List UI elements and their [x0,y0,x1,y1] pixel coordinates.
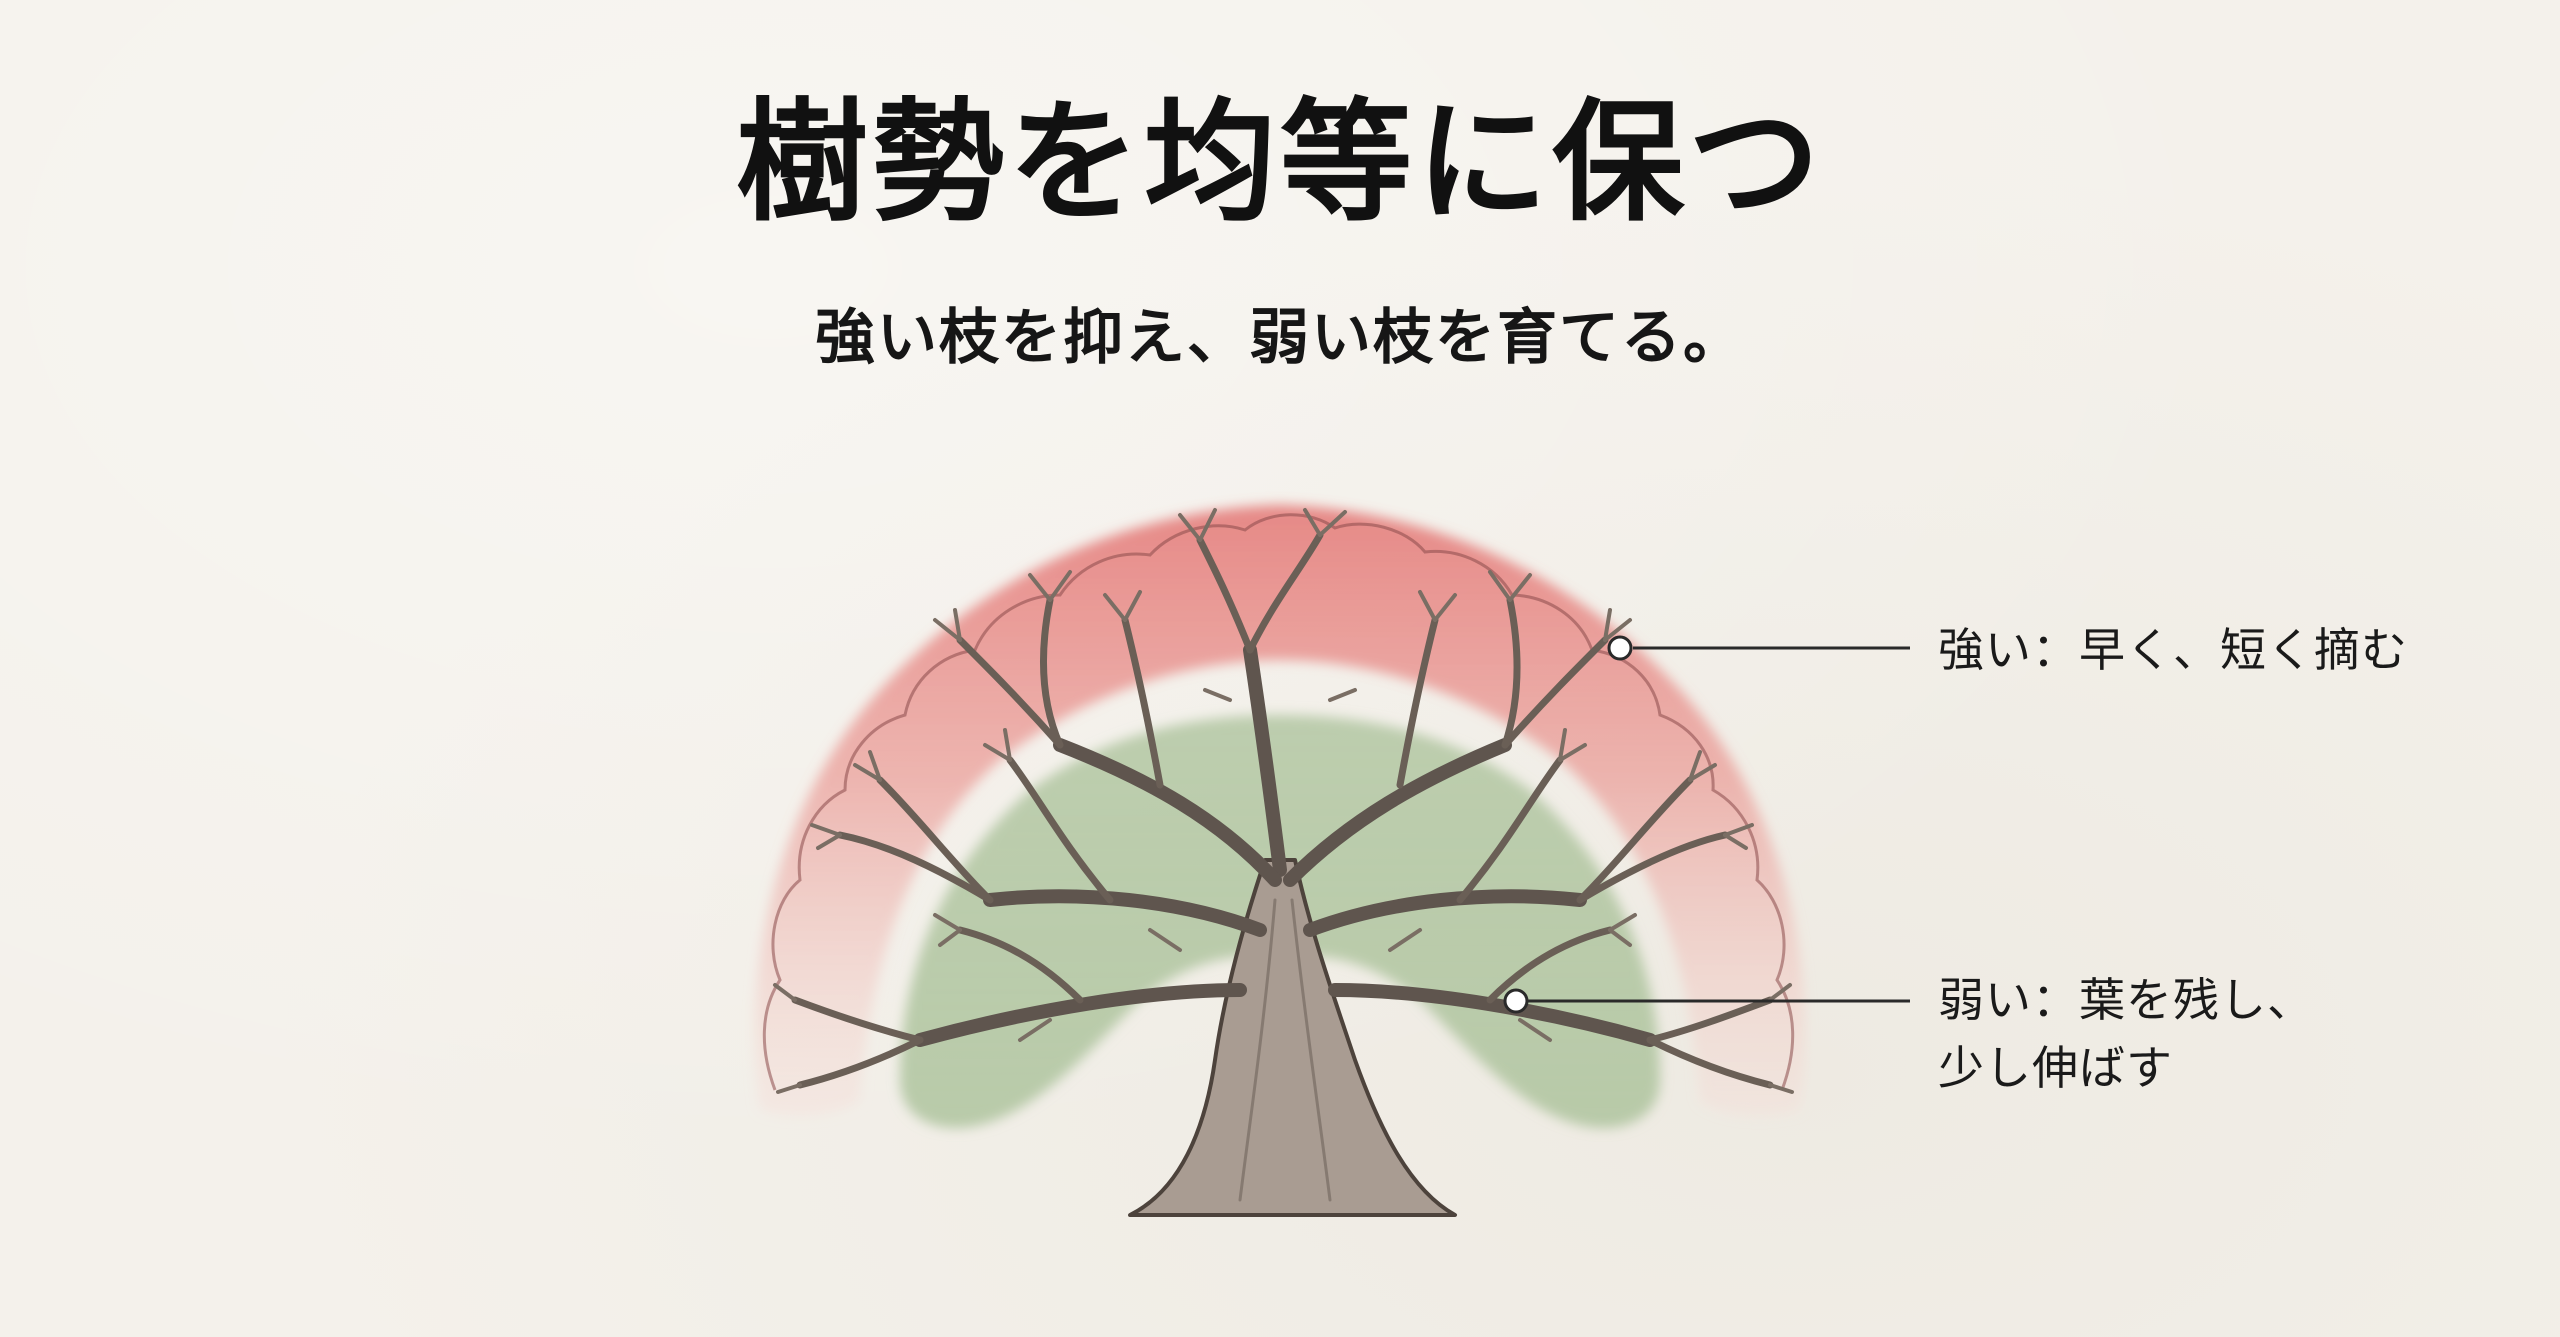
page-subtitle: 強い枝を抑え、弱い枝を育てる。 [815,303,1745,373]
strong-zone [755,505,1805,1116]
page-title: 樹勢を均等に保つ [736,85,1824,240]
strong-branch-label: 強い：早く、短く摘む [1938,616,2408,684]
weak-branch-label: 弱い：葉を残し、 少し伸ばす [1938,966,2314,1102]
weak-branch-text-line1: 弱い：葉を残し、 [1938,973,2314,1027]
tree-illustration [773,508,1794,1217]
tree-trunk [1128,858,1457,1217]
strong-callout-leader [1607,635,1910,661]
strong-branch-text: 強い：早く、短く摘む [1938,623,2408,677]
weak-callout-leader [1503,988,1910,1014]
weak-branch-text-line2: 少し伸ばす [1938,1041,2173,1095]
